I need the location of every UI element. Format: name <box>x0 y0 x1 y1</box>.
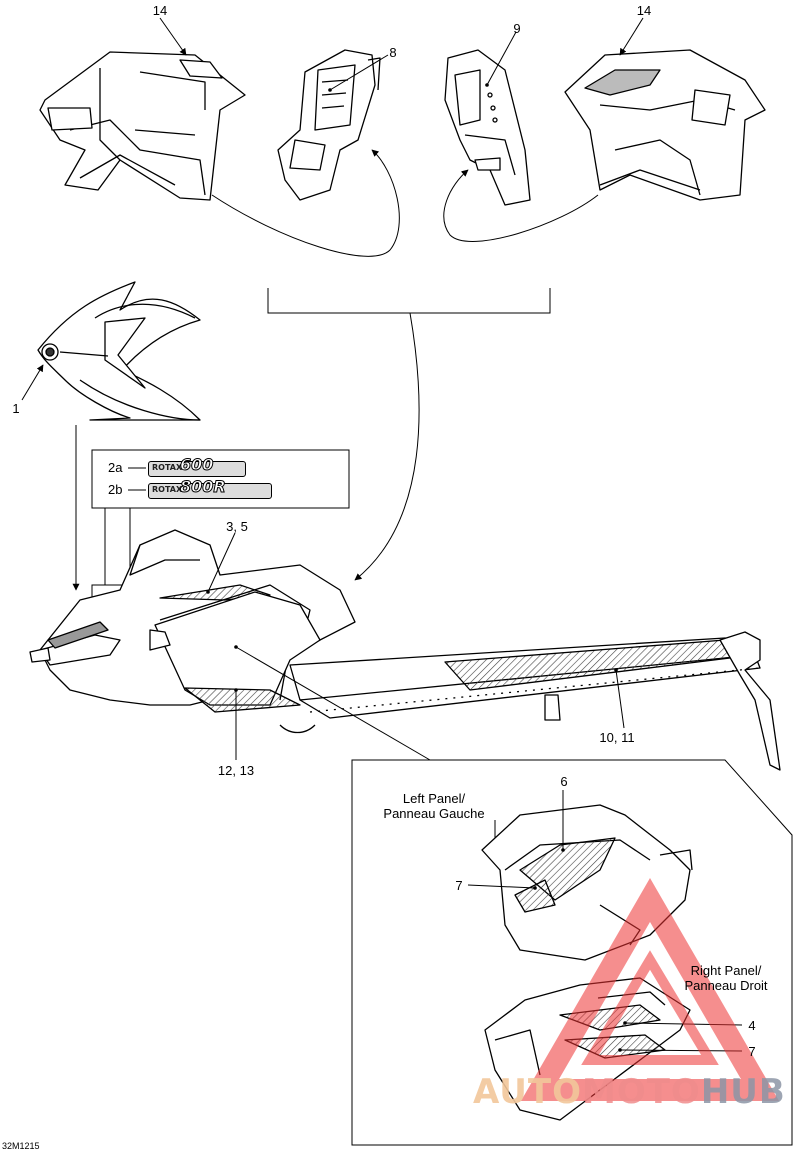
watermark-part1: AUTO <box>473 1072 582 1112</box>
decal-2b-brand: ROTAX <box>152 485 183 494</box>
callout-2a: 2a <box>108 460 123 475</box>
bracket-arrow <box>354 312 420 581</box>
hood-emblem-1 <box>37 281 201 421</box>
leader-10-11 <box>615 669 625 729</box>
watermark-logo <box>520 878 780 1101</box>
callout-12-13: 12, 13 <box>217 763 255 778</box>
leader-14-left <box>159 17 187 56</box>
callout-9: 9 <box>513 21 521 36</box>
leader-1 <box>21 364 44 401</box>
leader-9 <box>486 31 517 86</box>
decal-2a-number: 600 <box>179 455 214 474</box>
left-panel-label-line2: Panneau Gauche <box>383 806 485 821</box>
inner-panel-9 <box>444 49 531 206</box>
side-panel-right-14 <box>564 49 766 201</box>
callout-10-11: 10, 11 <box>599 730 635 745</box>
group-bracket <box>267 288 551 314</box>
decal-box-connector <box>104 508 131 585</box>
left-panel-label-line1: Left Panel/ <box>402 791 466 806</box>
callout-3-5: 3, 5 <box>226 519 248 534</box>
leader-panel-detail <box>235 646 431 761</box>
leader-7-left <box>467 884 536 889</box>
connector-curve-left <box>211 149 400 257</box>
leader-3-5 <box>207 532 236 593</box>
side-panel-left-14 <box>39 51 246 201</box>
right-panel-label-line1: Right Panel/ <box>690 963 762 978</box>
callout-4: 4 <box>748 1018 756 1033</box>
watermark-part2: MOTO <box>581 1072 701 1112</box>
reference-code: 32M1215 <box>2 1141 40 1151</box>
right-panel-label-line2: Panneau Droit <box>684 978 768 993</box>
callout-7-left: 7 <box>455 878 463 893</box>
callout-1: 1 <box>12 401 20 416</box>
watermark-text: AUTOMOTOHUB <box>473 1074 786 1110</box>
watermark-part3: HUB <box>700 1072 786 1112</box>
callout-14-left: 14 <box>152 3 168 18</box>
callout-2b: 2b <box>108 482 123 497</box>
connector-curve-right <box>443 169 599 242</box>
decal-2a-brand: ROTAX <box>152 463 183 472</box>
callout-7-right: 7 <box>748 1044 756 1059</box>
snowmobile-body <box>29 529 781 771</box>
callout-8: 8 <box>389 45 397 60</box>
callout-14-right: 14 <box>636 3 652 18</box>
leader-7-right <box>619 1049 743 1052</box>
leader-14-right <box>619 17 644 56</box>
callout-6: 6 <box>560 774 568 789</box>
decal-2b-number: 800R <box>180 477 227 496</box>
leader-8 <box>329 54 389 91</box>
inner-panel-8 <box>277 49 381 201</box>
